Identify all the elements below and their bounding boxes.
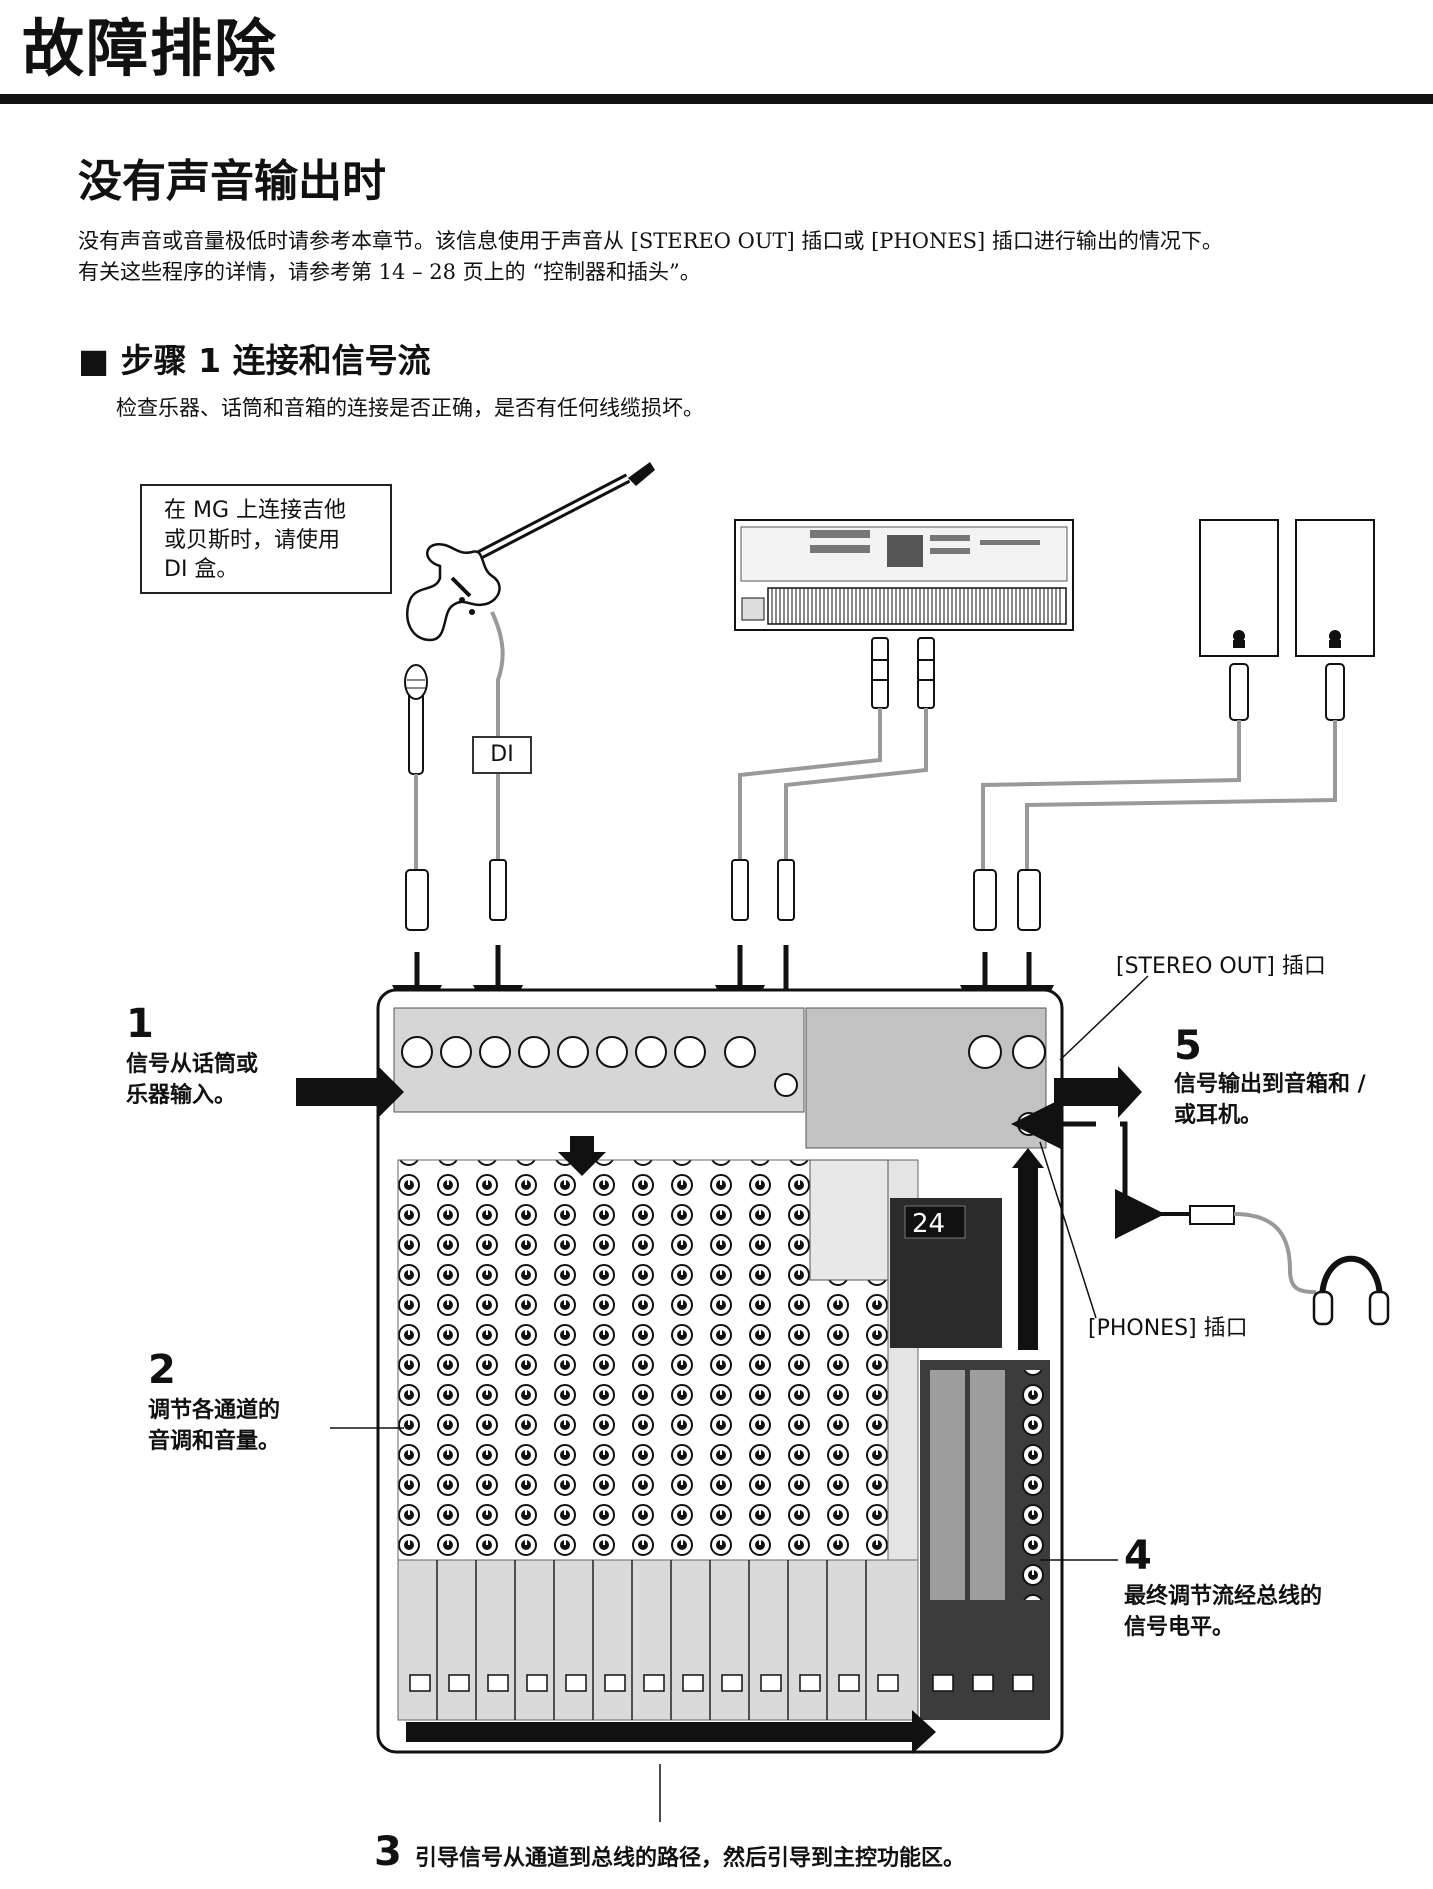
callout-2: 2 调节各通道的 音调和音量。: [148, 1350, 280, 1458]
input-plugs: [405, 859, 1041, 931]
callout-number: 5: [1174, 1023, 1202, 1069]
headphones-icon: [1150, 1205, 1390, 1326]
chapter-rule: [0, 94, 1433, 104]
note-line: 或贝斯时，请使用: [164, 527, 341, 553]
speaker-cable-plugs: [1229, 663, 1345, 721]
step-1-text: 检查乐器、话筒和音箱的连接是否正确，是否有任何线缆损坏。: [116, 396, 704, 420]
keyboard-icon: [734, 519, 1074, 631]
callout-5: 5 信号输出到音箱和 / 或耳机。: [1174, 1026, 1366, 1132]
intro-line-1: 没有声音或音量极低时请参考本章节。该信息使用于声音从 [STEREO OUT] …: [78, 229, 1223, 253]
callout-line: 信号从话筒或: [126, 1052, 259, 1077]
chapter-title: 故障排除: [22, 12, 279, 85]
callout-line: 音调和音量。: [148, 1428, 281, 1454]
callout-4: 4 最终调节流经总线的 信号电平。: [1124, 1536, 1322, 1644]
step-1-title: ■ 步骤 1 连接和信号流: [78, 341, 431, 380]
stereo-out-jack-label: [STEREO OUT] 插口: [1116, 954, 1326, 979]
section-title: 没有声音输出时: [78, 156, 386, 207]
callout-line: 最终调节流经总线的: [1124, 1584, 1323, 1609]
callout-number: 4: [1124, 1533, 1152, 1579]
fx-display: 24: [912, 1209, 945, 1239]
keyboard-cable-plugs: [871, 637, 935, 709]
leader-lines: [330, 975, 1149, 1822]
callout-line: 信号电平。: [1124, 1614, 1235, 1640]
guitar-icon: [405, 462, 655, 740]
speaker-icon: [1199, 519, 1375, 657]
microphone-icon: [404, 664, 428, 870]
mixer-body: [376, 988, 1064, 1754]
intro-line-2: 有关这些程序的详情，请参考第 14 – 28 页上的 “控制器和插头”。: [78, 260, 701, 284]
phones-jack-label: [PHONES] 插口: [1088, 1316, 1248, 1341]
callout-line: 乐器输入。: [126, 1082, 237, 1108]
callout-number: 1: [126, 1001, 154, 1047]
callout-line: 或耳机。: [1174, 1102, 1263, 1128]
callout-1: 1 信号从话筒或 乐器输入。: [126, 1004, 258, 1112]
callout-line: 引导信号从通道到总线的路径，然后引导到主控功能区。: [414, 1846, 965, 1871]
note-line: 在 MG 上连接吉他: [164, 498, 347, 523]
signal-arrows: [296, 1066, 1142, 1754]
callout-3: 3 引导信号从通道到总线的路径，然后引导到主控功能区。: [374, 1832, 965, 1875]
callout-number: 2: [148, 1347, 176, 1393]
callout-line: 调节各通道的: [148, 1398, 281, 1423]
callout-line: 信号输出到音箱和 /: [1174, 1072, 1366, 1097]
callout-number: 3: [374, 1829, 402, 1875]
note-line: DI 盒。: [164, 557, 239, 583]
di-box-label: DI: [472, 736, 532, 774]
di-note-box: 在 MG 上连接吉他 或贝斯时，请使用 DI 盒。: [140, 484, 392, 594]
